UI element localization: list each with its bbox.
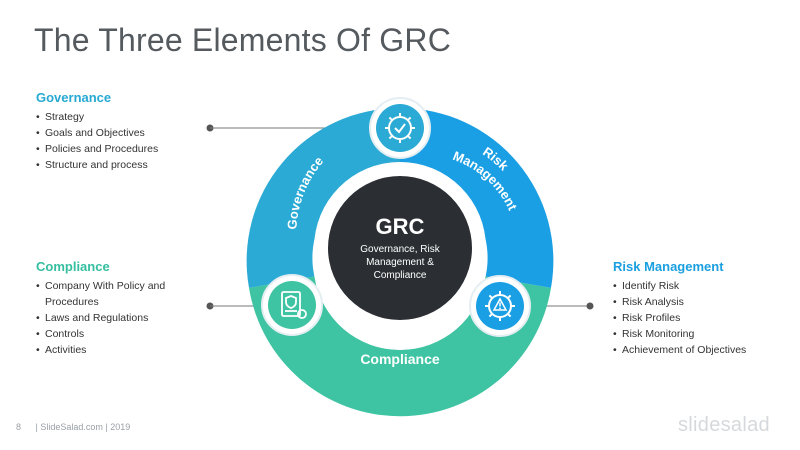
brand-logo: slidesalad <box>678 414 770 436</box>
center-title: GRC <box>376 214 425 239</box>
ring-segment-governance <box>246 107 400 288</box>
page-title: The Three Elements Of GRC <box>34 22 451 58</box>
list-item: Structure and process <box>36 157 216 173</box>
footer: 8 | SlideSalad.com | 2019 <box>16 422 130 432</box>
gear-check-icon <box>369 97 431 159</box>
center-circle <box>328 176 472 320</box>
list-item: Strategy <box>36 109 216 125</box>
list-item: Laws and Regulations <box>36 310 186 326</box>
risk-section: Risk Management Identify Risk Risk Analy… <box>613 259 793 358</box>
governance-section: Governance Strategy Goals and Objectives… <box>36 90 216 173</box>
list-item: Achievement of Objectives <box>613 342 793 358</box>
compliance-section: Compliance Company With Policy and Proce… <box>36 259 186 358</box>
page-number: 8 <box>16 422 22 432</box>
list-item: Identify Risk <box>613 278 793 294</box>
list-item: Risk Monitoring <box>613 326 793 342</box>
compliance-list: Company With Policy and Procedures Laws … <box>36 278 186 358</box>
risk-heading: Risk Management <box>613 259 724 274</box>
list-item: Company With Policy and Procedures <box>36 278 186 310</box>
governance-list: Strategy Goals and Objectives Policies a… <box>36 109 216 173</box>
list-item: Risk Profiles <box>613 310 793 326</box>
list-item: Policies and Procedures <box>36 141 216 157</box>
list-item: Controls <box>36 326 186 342</box>
governance-heading: Governance <box>36 90 112 105</box>
center-subtitle-line: Management & <box>366 257 434 268</box>
list-item: Goals and Objectives <box>36 125 216 141</box>
document-shield-icon <box>261 274 323 336</box>
list-item: Risk Analysis <box>613 294 793 310</box>
risk-list: Identify Risk Risk Analysis Risk Profile… <box>613 278 793 358</box>
gear-warning-icon <box>469 275 531 337</box>
center-subtitle-line: Compliance <box>374 270 427 281</box>
ring-segment-risk <box>400 107 554 288</box>
center-subtitle-line: Governance, Risk <box>360 244 440 255</box>
list-item: Activities <box>36 342 186 358</box>
footer-text: | SlideSalad.com | 2019 <box>35 422 131 432</box>
ring-label-compliance: Compliance <box>360 351 440 367</box>
compliance-heading: Compliance <box>36 259 110 274</box>
